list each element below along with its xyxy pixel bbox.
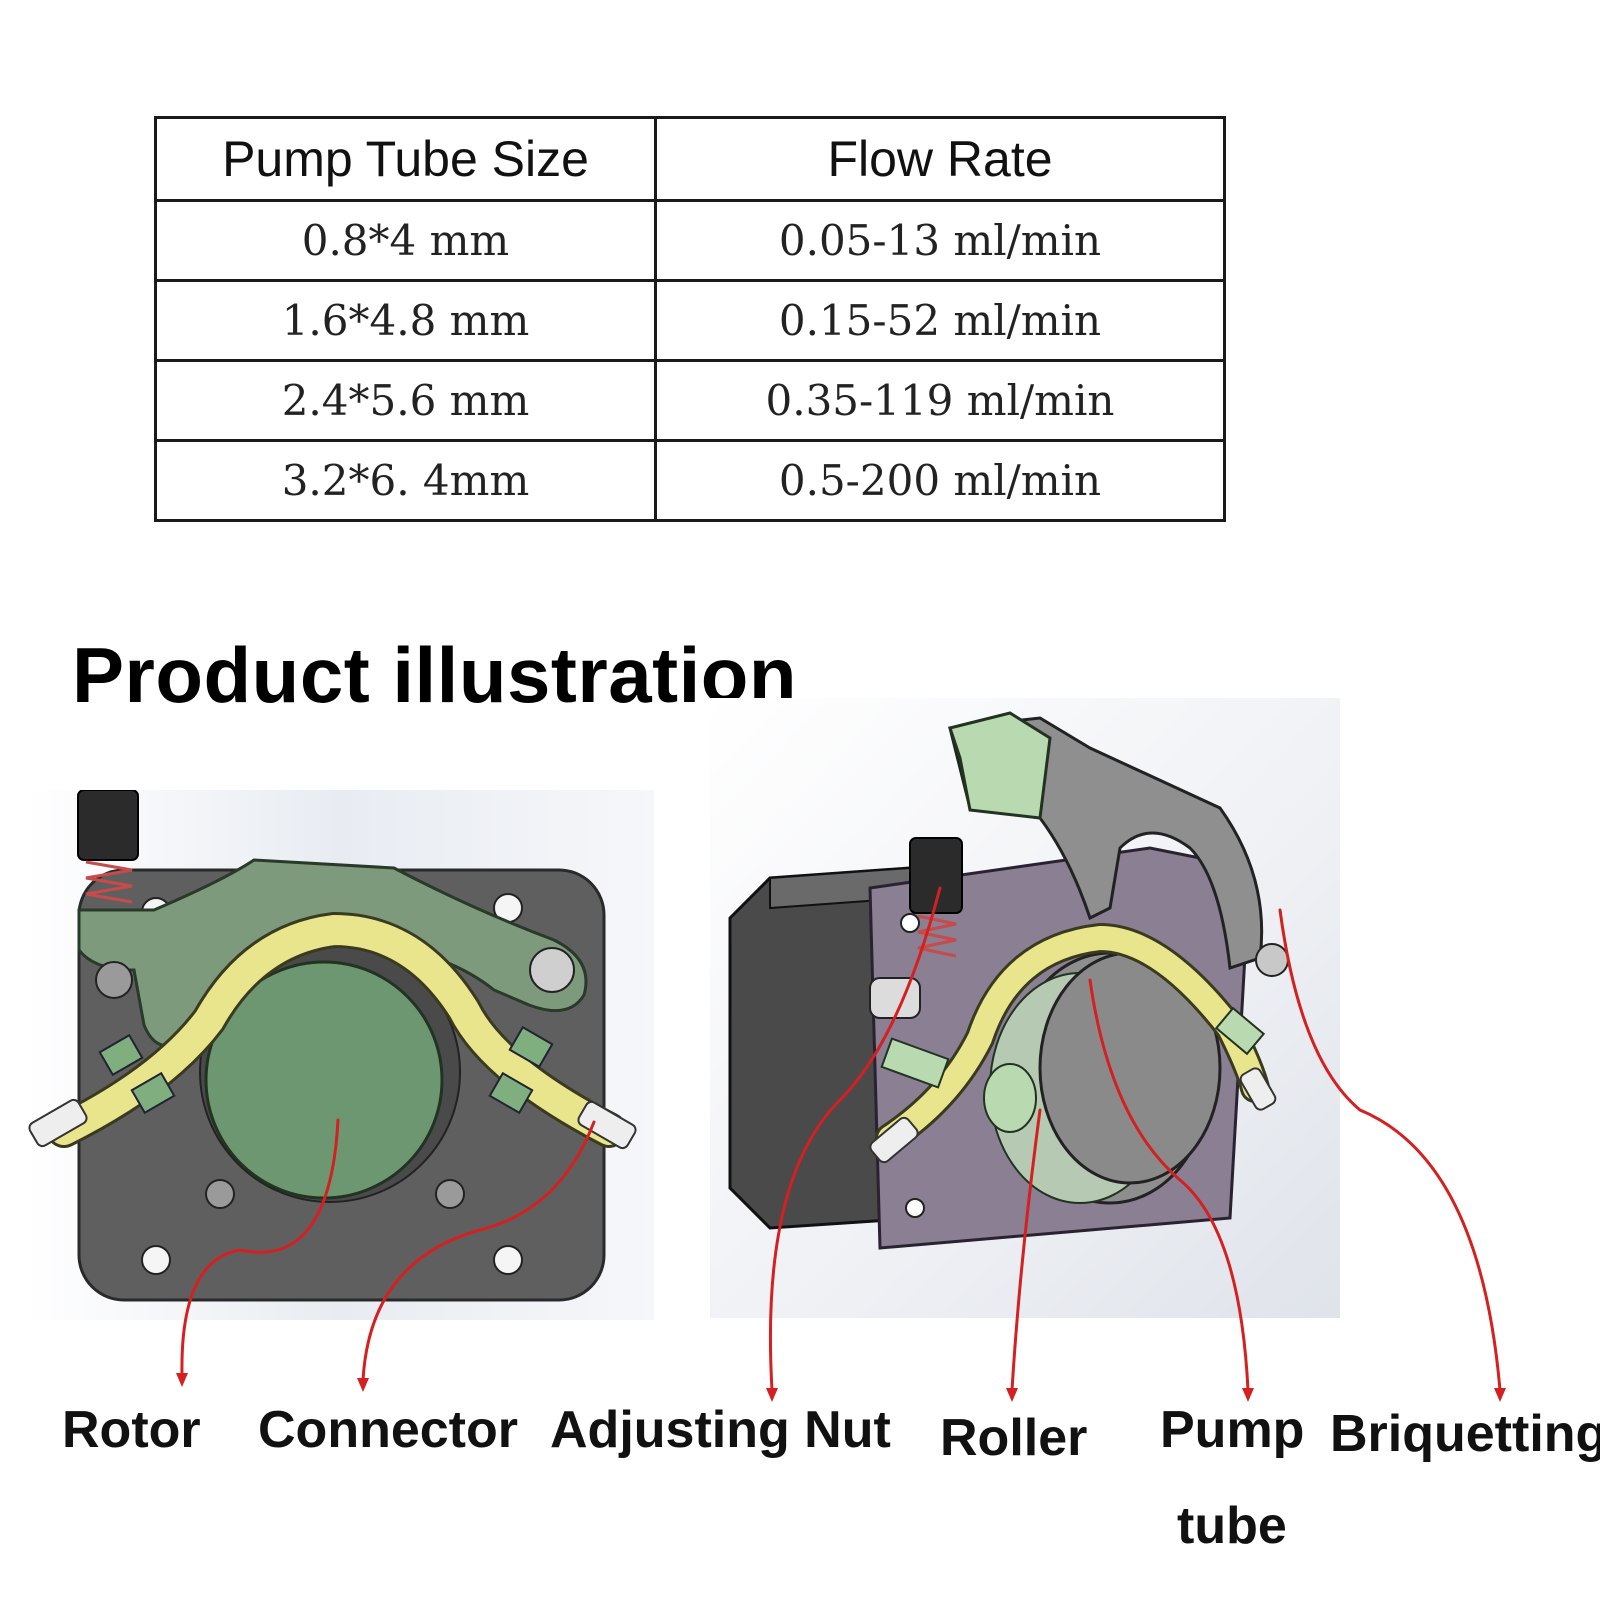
roller bbox=[983, 1063, 1037, 1133]
callout-adjusting-nut: Adjusting Nut bbox=[550, 1401, 891, 1459]
flow-rate-cell: 0.15-52 ml/min bbox=[654, 279, 1226, 362]
flow-rate-cell: 0.5-200 ml/min bbox=[654, 439, 1226, 522]
table-row: 2.4*5.6 mm 0.35-119 ml/min bbox=[154, 359, 1226, 442]
callout-rotor: Rotor bbox=[62, 1401, 201, 1459]
connector-right bbox=[577, 1100, 637, 1150]
spec-table: Pump Tube Size Flow Rate 0.8*4 mm 0.05-1… bbox=[154, 116, 1226, 522]
header-pump-tube-size: Pump Tube Size bbox=[154, 116, 657, 202]
pump-tube bbox=[49, 914, 624, 1145]
tube-size-cell: 1.6*4.8 mm bbox=[154, 279, 657, 362]
pump-front-view-illustration bbox=[24, 790, 654, 1320]
table-row: 1.6*4.8 mm 0.15-52 ml/min bbox=[154, 279, 1226, 362]
table-row: 3.2*6. 4mm 0.5-200 ml/min bbox=[154, 439, 1226, 522]
table-row: 0.8*4 mm 0.05-13 ml/min bbox=[154, 199, 1226, 282]
tube-size-cell: 2.4*5.6 mm bbox=[154, 359, 657, 442]
header-flow-rate: Flow Rate bbox=[654, 116, 1226, 202]
section-title: Product illustration bbox=[72, 631, 798, 719]
flow-rate-cell: 0.35-119 ml/min bbox=[654, 359, 1226, 442]
table-header-row: Pump Tube Size Flow Rate bbox=[154, 116, 1226, 202]
callout-connector: Connector bbox=[258, 1401, 518, 1459]
callout-pump-tube-line1: Pump bbox=[1160, 1401, 1305, 1459]
callout-pump-tube-line2: tube bbox=[1177, 1497, 1287, 1555]
pump-isometric-view-illustration bbox=[710, 698, 1340, 1318]
flow-rate-cell: 0.05-13 ml/min bbox=[654, 199, 1226, 282]
callout-briquetting: Briquetting bbox=[1330, 1405, 1600, 1463]
tube-size-cell: 3.2*6. 4mm bbox=[154, 439, 657, 522]
adjusting-knob bbox=[909, 837, 963, 914]
connector-left bbox=[28, 1098, 88, 1148]
tube-size-cell: 0.8*4 mm bbox=[154, 199, 657, 282]
adjusting-knob bbox=[77, 790, 139, 861]
callout-roller: Roller bbox=[940, 1409, 1088, 1467]
